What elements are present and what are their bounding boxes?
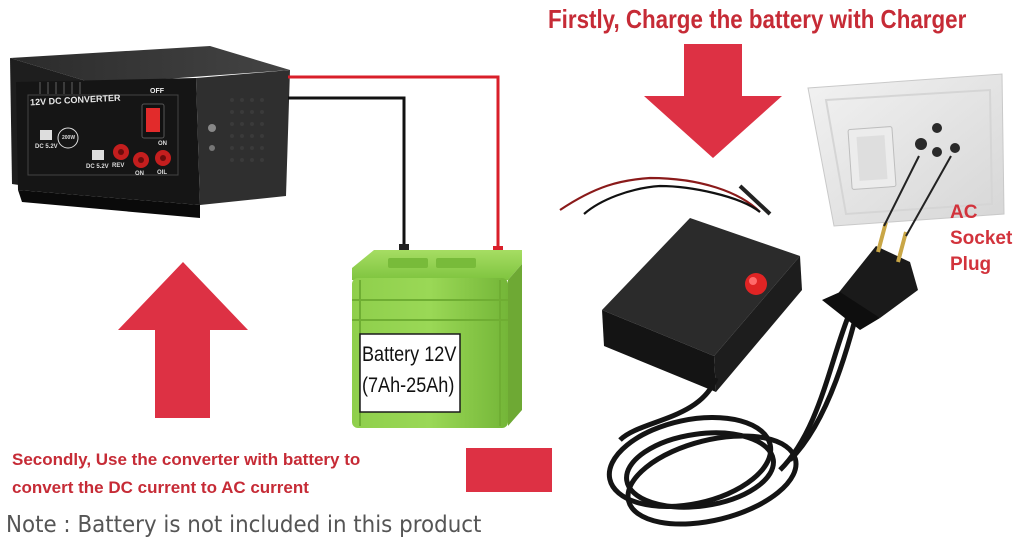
converter-panel <box>27 94 179 176</box>
charger-led-icon <box>745 273 767 295</box>
step2-line1: Secondly, Use the converter with battery… <box>12 450 361 469</box>
step2-instruction: Secondly, Use the converter with battery… <box>12 446 360 502</box>
red-wire <box>288 75 500 252</box>
usb-port-icon <box>92 150 104 160</box>
note-text: Note : Battery is not included in this p… <box>6 512 482 538</box>
charger-side <box>714 256 802 392</box>
battery-charger <box>559 176 918 527</box>
battery-label: Battery 12V (7Ah-25Ah) <box>362 339 456 401</box>
usb2-label: DC 5.2V <box>86 164 109 170</box>
battery-label-line2: (7Ah-25Ah) <box>362 374 455 397</box>
port-on-label: ON <box>135 171 144 177</box>
battery-graphic <box>352 250 522 428</box>
wall-socket <box>807 73 1005 237</box>
socket-label-line1: AC <box>950 202 978 223</box>
converter-screw-icon <box>208 124 216 132</box>
dc-converter <box>10 46 290 218</box>
battery-label-line1: Battery 12V <box>362 343 457 366</box>
charger-top <box>602 218 800 356</box>
power-badge-icon <box>57 127 79 149</box>
power-switch <box>146 108 160 132</box>
port-oil-label: OIL <box>157 170 167 176</box>
usb1-label: DC 5.2V <box>35 144 58 150</box>
step1-instruction: Firstly, Charge the battery with Charger <box>548 4 967 34</box>
switch-label: OFF <box>150 88 164 95</box>
red-marker-box <box>466 448 552 492</box>
converter-screw-icon <box>209 145 215 151</box>
down-arrow-icon <box>644 44 782 158</box>
port-on2-label: ON <box>158 141 167 147</box>
charger-front <box>602 310 716 392</box>
plug-pin-icon <box>876 221 888 253</box>
socket-label-line2: Socket <box>950 228 1013 249</box>
socket-hole-icon <box>915 138 927 150</box>
plug-pin-icon <box>896 231 908 263</box>
converter-top <box>10 46 290 84</box>
power-badge-label: 200W <box>62 135 76 141</box>
black-wire <box>288 96 406 248</box>
socket-hole-icon <box>932 123 942 133</box>
socket-label-line3: Plug <box>950 254 992 275</box>
converter-vent-dots <box>230 98 264 162</box>
battery-label-box <box>359 333 461 413</box>
charger-ac-cord <box>606 299 863 527</box>
socket-hole-icon <box>932 147 942 157</box>
step2-line2: convert the DC current to AC current <box>12 478 309 497</box>
usb-port-icon <box>40 130 52 140</box>
up-arrow-icon <box>118 262 248 418</box>
socket-label: AC Socket Plug <box>950 200 1012 278</box>
ac-plug <box>822 221 918 330</box>
socket-hole-icon <box>950 143 960 153</box>
converter-base <box>18 190 200 218</box>
battery-side <box>508 264 522 426</box>
port-rev-label: REV <box>112 163 125 169</box>
